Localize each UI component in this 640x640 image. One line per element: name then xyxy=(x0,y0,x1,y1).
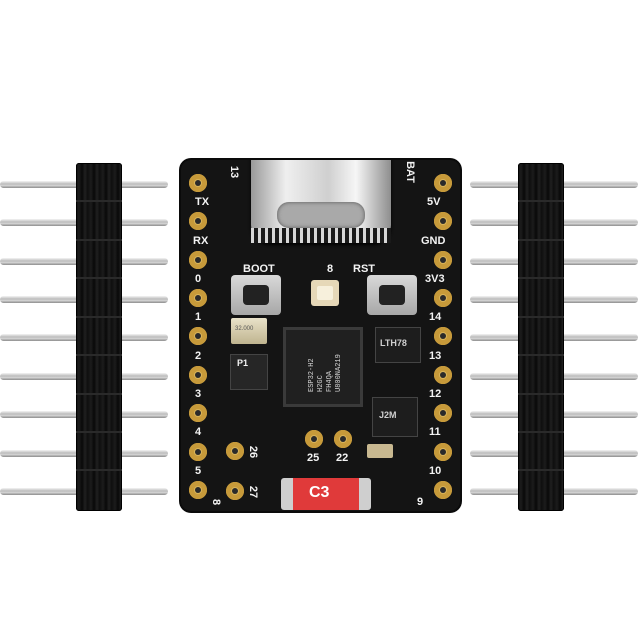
right-pad xyxy=(434,289,452,307)
pin-label: TX xyxy=(195,196,210,208)
j2m-label: J2M xyxy=(379,410,397,420)
bottom-pad xyxy=(305,430,323,448)
right-pad xyxy=(434,366,452,384)
header-plastic xyxy=(518,163,564,511)
bottom-pad xyxy=(226,482,244,500)
bottom-pad xyxy=(226,442,244,460)
pin-label: RX xyxy=(193,235,209,247)
right-pad xyxy=(434,327,452,345)
regulator xyxy=(231,355,267,389)
boot-button[interactable] xyxy=(231,275,281,315)
reset-label: RST xyxy=(353,263,375,275)
pin-label: 3 xyxy=(195,388,202,400)
left-pad xyxy=(189,174,207,192)
capacitor xyxy=(367,444,393,458)
module-label: C3 xyxy=(309,484,330,501)
chip-text-line: U800NA219 xyxy=(335,354,343,392)
left-pad xyxy=(189,289,207,307)
status-led xyxy=(311,280,339,306)
right-pin-header xyxy=(470,163,638,511)
reset-button[interactable] xyxy=(367,275,417,315)
right-pad xyxy=(434,251,452,269)
pin-label: 8 xyxy=(210,498,223,506)
pin-label: 10 xyxy=(429,465,442,477)
right-pad xyxy=(434,443,452,461)
pin-label: 5 xyxy=(195,465,202,477)
pin-label: 13 xyxy=(228,165,241,179)
pad-label: 26 xyxy=(247,445,260,459)
pad-label: 22 xyxy=(336,452,349,464)
left-pad xyxy=(189,251,207,269)
left-pad xyxy=(189,327,207,345)
usb-c-connector xyxy=(251,160,391,243)
pad-label: 25 xyxy=(307,452,320,464)
inductor xyxy=(376,328,420,362)
left-pad xyxy=(189,366,207,384)
header-plastic xyxy=(76,163,122,511)
chip-text-line: ESP32-H2 xyxy=(308,358,316,392)
pin-label: 14 xyxy=(429,311,442,323)
boot-label: BOOT xyxy=(243,263,275,275)
right-pad xyxy=(434,481,452,499)
flash-chip xyxy=(373,398,417,436)
pin-label: 5V xyxy=(427,196,441,208)
lth-label: LTH78 xyxy=(380,338,407,348)
p1-label: P1 xyxy=(237,358,249,368)
crystal: 32.000 xyxy=(231,318,267,344)
chip-text-line: FH4QA xyxy=(326,370,334,392)
pin-label: 12 xyxy=(429,388,442,400)
pin-label: GND xyxy=(421,235,446,247)
bottom-pad xyxy=(334,430,352,448)
pin-label: BAT xyxy=(403,161,416,183)
main-chip: ESP32-H2 H2GC FH4QA U800NA219 xyxy=(286,330,360,404)
pin-label: 4 xyxy=(195,426,202,438)
dev-board: 13 TX RX 0 1 2 3 4 5 8 BAT 5V GND 3V3 14… xyxy=(181,160,460,511)
right-pad xyxy=(434,174,452,192)
left-pad xyxy=(189,212,207,230)
pin-label: 11 xyxy=(429,426,441,438)
pin-label: 2 xyxy=(195,350,202,362)
left-pad xyxy=(189,481,207,499)
pin-label: 9 xyxy=(417,496,424,508)
pad-label: 27 xyxy=(247,485,260,499)
left-pin-header xyxy=(0,163,168,511)
antenna-label: C3 xyxy=(281,478,371,510)
left-pad xyxy=(189,443,207,461)
pin-label: 13 xyxy=(429,350,442,362)
middle-label: 8 xyxy=(327,263,334,275)
pin-label: 1 xyxy=(195,311,202,323)
right-pad xyxy=(434,404,452,422)
left-pad xyxy=(189,404,207,422)
right-pad xyxy=(434,212,452,230)
pin-label: 3V3 xyxy=(425,273,445,285)
chip-text-line: H2GC xyxy=(317,375,325,392)
pin-label: 0 xyxy=(195,273,202,285)
